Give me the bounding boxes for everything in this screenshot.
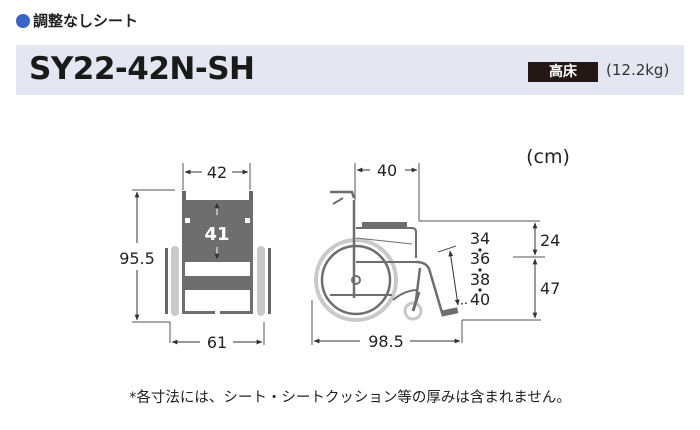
seat-depth-value: 41: [204, 224, 229, 245]
side-view-wheelchair-icon: [314, 190, 459, 322]
seat-width-value: 42: [207, 163, 227, 182]
footnote: *各寸法には、シート・シートクッション等の厚みは含まれません。: [129, 390, 571, 406]
overall-width-value: 61: [207, 333, 227, 352]
unit-label: (cm): [526, 146, 570, 168]
weight-label: (12.2kg): [606, 61, 670, 79]
overall-height-value: 95.5: [119, 249, 155, 268]
high-floor-badge: 高床: [528, 62, 598, 82]
model-name: SY22-42N-SH: [29, 51, 255, 87]
footrest-setting-1: 34: [470, 229, 490, 248]
seat-height-value: 47: [540, 279, 560, 298]
back-to-seat-value: 40: [377, 161, 397, 180]
overall-length-value: 98.5: [368, 332, 404, 351]
footrest-setting-2: 36: [470, 249, 490, 268]
model-header-bar: SY22-42N-SH 高床 (12.2kg): [16, 45, 684, 95]
footrest-setting-4: 40: [470, 290, 490, 309]
section-label: 調整なしシート: [16, 10, 138, 31]
bullet-dot-icon: [16, 13, 30, 28]
footrest-setting-3: 38: [470, 270, 490, 289]
armrest-height-value: 24: [540, 231, 560, 250]
front-view-wheelchair-icon: [165, 191, 271, 316]
section-label-text: 調整なしシート: [33, 12, 139, 30]
